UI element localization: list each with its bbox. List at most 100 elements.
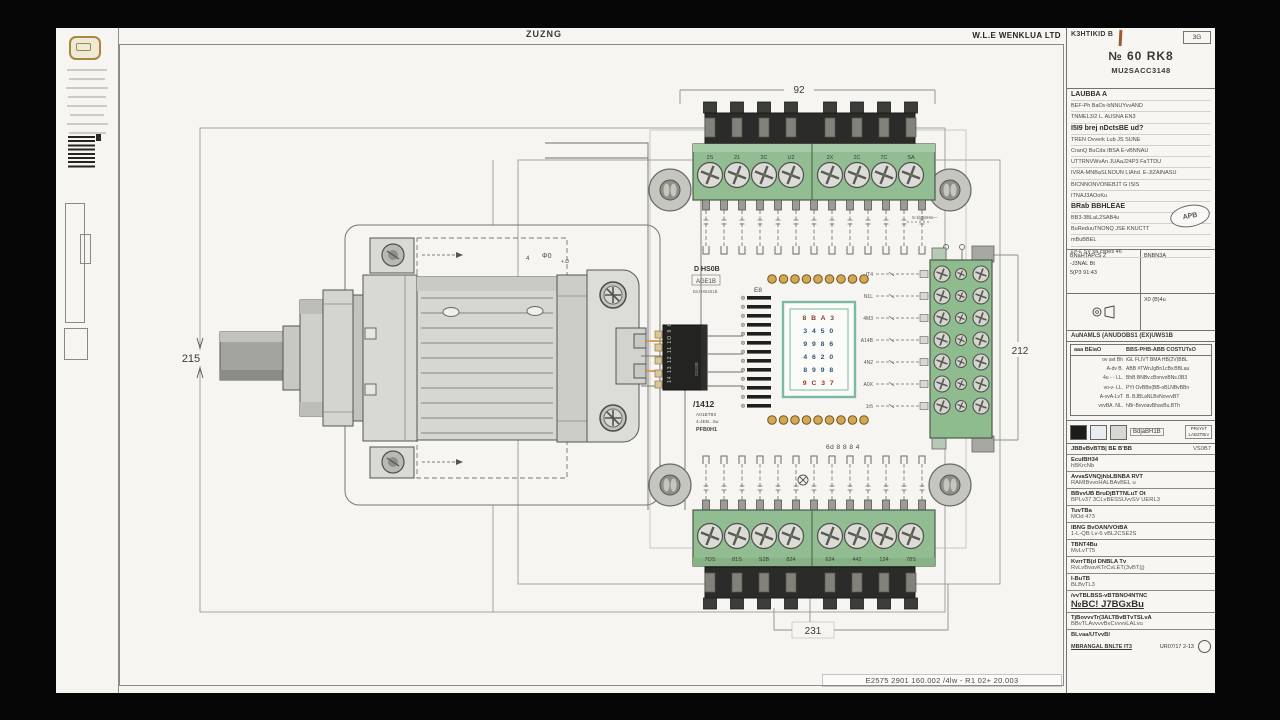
svg-text:9 C 3 7: 9 C 3 7	[803, 380, 835, 387]
note-line: CranQ BuCda IBSA E-vBNNAU	[1071, 146, 1211, 158]
sheet-top-label: ZUZNG	[526, 29, 562, 39]
svg-text:4.4EB...5u: 4.4EB...5u	[696, 419, 719, 425]
note-line: £#-£ SV sa.cspes 46	[1071, 247, 1211, 258]
title-block-header-small: K3HTIKID B	[1071, 31, 1114, 38]
mounting-plate-top	[369, 237, 463, 274]
svg-text:D HS0B: D HS0B	[694, 266, 720, 273]
svg-text:1r5: 1r5	[866, 404, 873, 410]
app-logo-icon	[69, 36, 101, 60]
svg-text:A0X: A0X	[864, 382, 874, 388]
gearbox-flange-stack	[299, 289, 364, 427]
note-line: LAUBBA A	[1071, 90, 1211, 102]
terminal-label: 81S	[732, 557, 742, 563]
projection-symbol-icon	[1092, 305, 1114, 319]
bottom-terminal-block: 7OS 81S S2B 824 624 442 124 78S	[692, 509, 936, 610]
terminal-label: 442	[852, 557, 861, 563]
resistor-array	[740, 295, 771, 408]
drawing-sheet: ZUZNG W.L.E WENKLUA LTD E2575 2901 160.0…	[56, 28, 1215, 693]
parts-table: aaa BEiaO BBS-PHB-ABB COSTUTsO ov avt Bh…	[1067, 342, 1215, 421]
note-line: TNMEL3/2 L. AUSNA EN3	[1071, 112, 1211, 124]
svg-text:IT4: IT4	[866, 272, 873, 278]
ref-designator-e8: E8	[754, 287, 762, 294]
terminal-label: 2X	[827, 155, 834, 161]
terminal-label: 2C	[853, 155, 860, 161]
swatch-label: BdjaBH1B	[1130, 428, 1164, 436]
terminal-label: 78S	[906, 557, 916, 563]
terminal-label: 7OS	[704, 557, 715, 563]
swatch-note: PRvYvT LAB3TBrv	[1185, 424, 1212, 440]
notes-section: LAUBBA A BEF-Ph BaOv-bNNUYvvAND TNMEL3/2…	[1067, 89, 1215, 258]
leader-lines: IT4 N1L 4M3 A14B 4N2 A0X 1r5	[861, 270, 929, 410]
motor-annot-c: +.Ω	[561, 259, 569, 265]
parts-row: vo-v- LL.PYt OvBBn(BB-oBLNBvBBn	[1103, 384, 1190, 391]
dimension-212: 212	[993, 254, 1036, 441]
terminal-label: 2C	[760, 155, 767, 161]
title-block-panel: K3HTIKID B 3G № 60 RK8 MU2SACC3148 LAUBB…	[1066, 28, 1215, 693]
top-terminal-block: 2S 21 2C U2 2X 2C 7C SA	[692, 101, 936, 201]
footer-line1: BLvaa/UTvvBl	[1071, 632, 1110, 638]
note-line: BB3-3BLaL2SAB4u	[1071, 213, 1211, 225]
ic-label-top: D HS0B AGE1B BnJ HB1B1B	[691, 266, 721, 294]
svg-text:A14B: A14B	[861, 338, 874, 344]
note-line: BEF-Ph BaOv-bNNUYvvAND	[1071, 101, 1211, 113]
svg-text:/1412: /1412	[693, 399, 715, 409]
projection-symbol-cell	[1067, 293, 1141, 330]
technical-drawing: 215 92 212 231	[119, 44, 1064, 686]
svg-text:9 9 8 6: 9 9 8 6	[803, 341, 834, 348]
color-swatch-row: BdjaBH1B PRvYvT LAB3TBrv	[1067, 421, 1215, 444]
dim-212-label: 212	[1012, 346, 1029, 357]
title-block-footer: BLvaa/UTvvBl MBRANGAL BNLTE IT3 UR07/17 …	[1067, 630, 1215, 655]
mounting-plate-bottom	[369, 446, 463, 479]
terminal-label: 624	[825, 557, 834, 563]
terminal-label: 124	[879, 557, 888, 563]
bottom-pin-array	[702, 455, 926, 511]
terminal-label: S2B	[759, 557, 770, 563]
barcode	[68, 136, 95, 168]
parts-col-header: aaa BEiaO	[1074, 347, 1102, 353]
company-logo-circle-icon	[1198, 640, 1211, 653]
end-cap-screw-bottom	[599, 404, 627, 432]
note-line: BRab BBHLEAE	[1071, 202, 1211, 214]
svg-text:4M3: 4M3	[863, 316, 873, 322]
info-cell-scale: X0 (B)4u	[1144, 296, 1166, 303]
right-terminal-block	[929, 245, 995, 453]
svg-text:3 4 5 0: 3 4 5 0	[803, 328, 834, 335]
note-line: UTTRNVWvAn JUAaJ24P3 FaTTDU	[1071, 157, 1211, 169]
sheet-margin-strip	[56, 28, 119, 693]
gold-pad-row-bottom	[767, 415, 869, 425]
info-cell-finish: BNBN3A	[1141, 250, 1215, 294]
drawing-title: № 60 RK8	[1108, 49, 1174, 63]
parts-row: vvvBA. NL.hBr-BvvoavBhavBu.BTh	[1098, 403, 1180, 410]
ground-symbol	[797, 474, 809, 486]
sheet-footer-label: E2575 2901 160.002 /4lw - R1 02+ 20.003	[822, 674, 1062, 687]
swatch-black	[1070, 424, 1087, 440]
svg-text:8 B A 3: 8 B A 3	[802, 315, 835, 322]
motor-shaft	[219, 331, 284, 381]
dimension-215: 215	[173, 337, 209, 379]
sheet-size-box: 3G	[1183, 31, 1211, 44]
margin-text-lines	[56, 62, 118, 134]
svg-text:N1L: N1L	[864, 294, 873, 300]
swatch-gray	[1110, 424, 1127, 440]
terminal-label: U2	[787, 155, 794, 161]
dimension-92: 92	[679, 81, 936, 104]
dim-92-label: 92	[793, 85, 805, 96]
terminal-label: 2S	[707, 155, 714, 161]
gold-pad-row-top	[767, 274, 869, 284]
footer-date: UR07/17 2-13	[1159, 643, 1194, 650]
svg-text:PFB0H1: PFB0H1	[696, 427, 717, 433]
marking-label-box: 8 B A 3 3 4 5 0 9 9 8 6 4 6 2 0 8 9 9 8 …	[781, 300, 857, 399]
pcb: S-1b3MHm— 2S 21 2C U2 2X 2C	[648, 101, 995, 610]
svg-text:A01BT93: A01BT93	[696, 412, 716, 418]
terminal-label: 7C	[880, 155, 887, 161]
svg-text:8 9 9 8: 8 9 9 8	[803, 367, 834, 374]
drawing-frame	[119, 44, 1064, 686]
dimension-231: 231	[773, 584, 949, 639]
